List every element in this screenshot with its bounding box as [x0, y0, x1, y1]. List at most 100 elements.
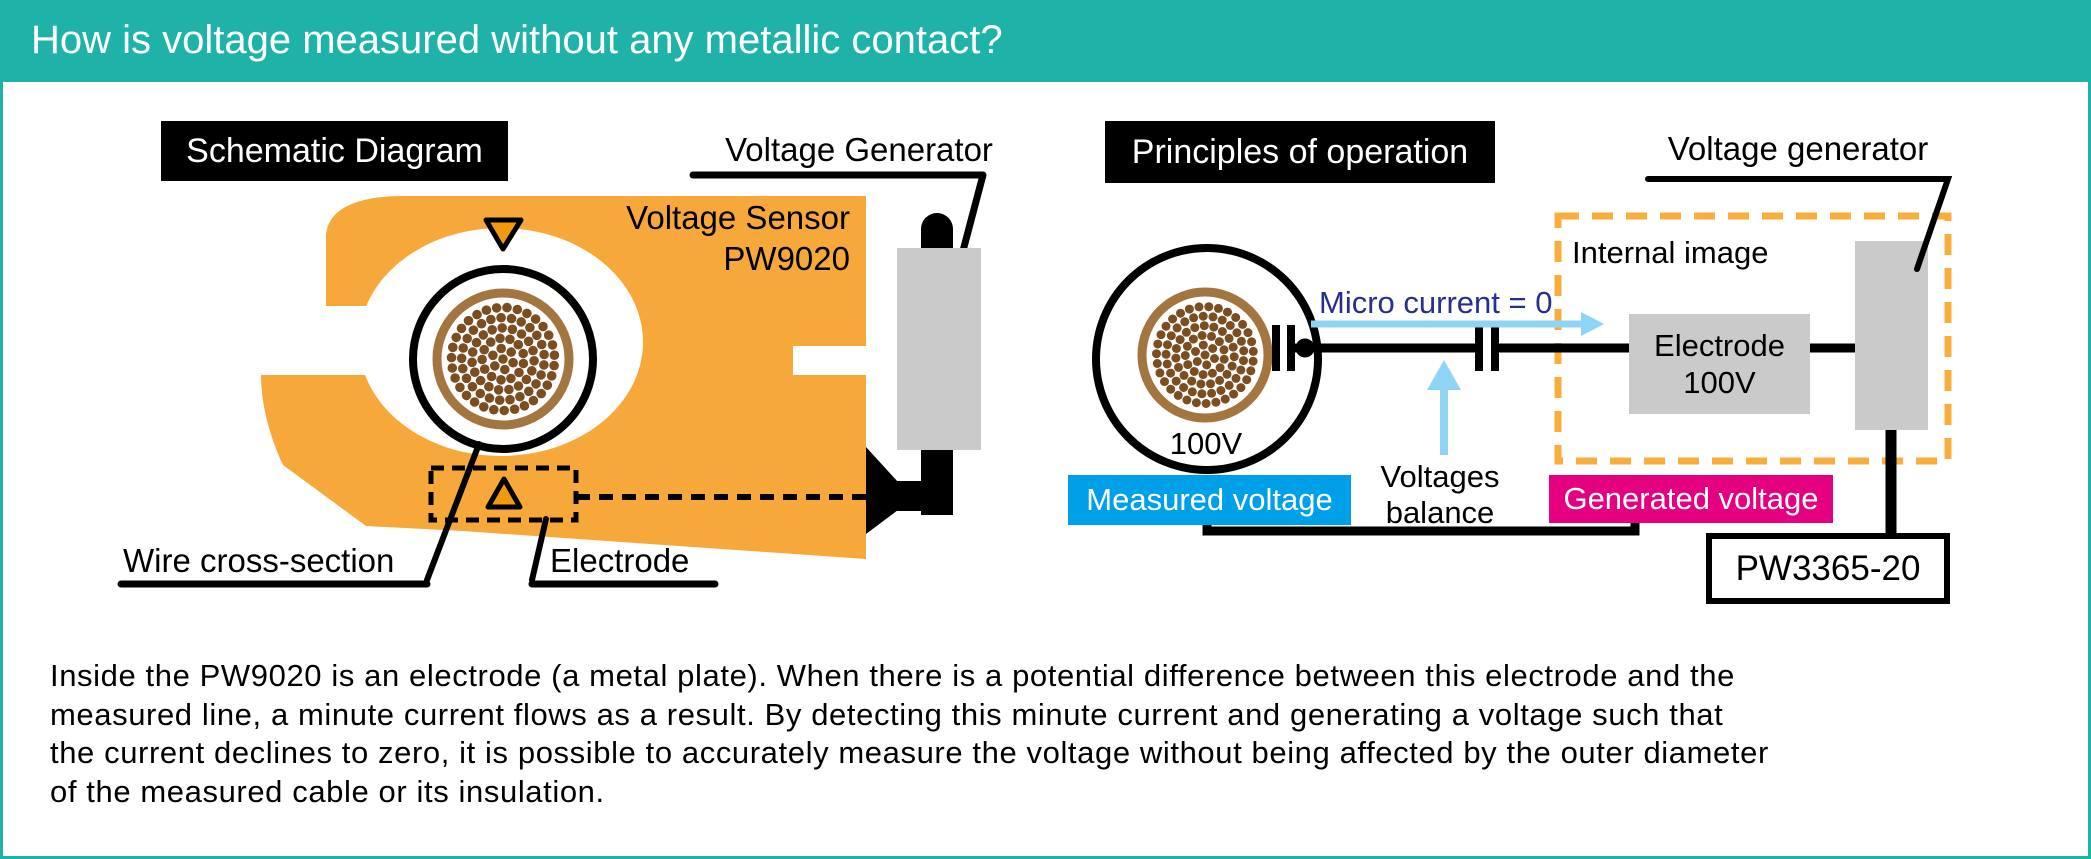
- wire-strand-dot: [528, 345, 538, 356]
- voltage-generator-unit-right: [1855, 241, 1928, 430]
- wire-strand-dot: [1175, 335, 1185, 345]
- wire-strand-dot: [1213, 303, 1223, 313]
- wire-strand-dot: [1229, 352, 1239, 362]
- wire-strand-dot: [491, 303, 502, 313]
- wire-strand-dot: [1171, 376, 1181, 386]
- wire-strand-dot: [547, 340, 558, 350]
- wire-strand-dot: [1220, 394, 1230, 404]
- wire-strand-dot: [1211, 397, 1221, 407]
- wire-strand-dot: [1239, 346, 1249, 356]
- wire-strand-dot: [495, 333, 505, 344]
- wire-strand-dot: [1215, 375, 1225, 385]
- alignment-mark-top-icon: [483, 217, 524, 252]
- wire-strand-dot: [1207, 388, 1217, 398]
- wire-strand-dot: [1166, 331, 1176, 341]
- voltage-generator-unit-left: [897, 248, 981, 450]
- wire-strand-dot: [505, 394, 515, 405]
- wire-strand-dot: [1231, 313, 1241, 322]
- wire-strand-dot: [539, 360, 549, 370]
- cable-outline-left: [409, 265, 597, 453]
- electrode-dashed-outline: [428, 465, 579, 523]
- wire-strand-dot: [1168, 314, 1178, 324]
- wire-strand-dot: [505, 334, 515, 345]
- voltages-balance-label: Voltages balance: [1381, 459, 1500, 531]
- wire-strand-dot: [1216, 386, 1226, 395]
- wire-strand-dot: [476, 318, 487, 329]
- wire-strand-dot: [496, 343, 507, 354]
- wire-strand-dot: [493, 385, 504, 395]
- generated-voltage-badge: Generated voltage: [1549, 475, 1833, 523]
- wire-strand-dot: [512, 304, 523, 315]
- wire-strand-dot: [1199, 321, 1209, 331]
- wire-strand-dot: [496, 375, 506, 385]
- clamp-jaw-gap: [143, 306, 503, 375]
- wire-strand-dot: [496, 312, 506, 323]
- wire-strand-dot: [450, 373, 460, 383]
- wire-strand-dot: [549, 350, 560, 361]
- wire-strand-dot: [462, 333, 473, 344]
- wire-strand-dot: [475, 375, 486, 386]
- wire-strand-dot: [470, 367, 480, 378]
- wire-strand-dot: [1166, 384, 1176, 394]
- schematic-diagram-heading-text: Schematic Diagram: [186, 131, 483, 170]
- wire-strands-right: [1152, 302, 1258, 408]
- wire-strand-dot: [1206, 379, 1215, 389]
- wire-strand-dot: [1182, 341, 1192, 351]
- wire-strand-dot: [467, 347, 478, 357]
- capacitor1-bar1: [1272, 325, 1280, 371]
- wire-strand-dot: [521, 374, 532, 385]
- wire-strand-dot: [1173, 390, 1183, 400]
- wire-strand-dot: [484, 381, 494, 392]
- wire-strand-dot: [536, 370, 546, 380]
- wire-strand-dot: [1197, 331, 1207, 340]
- description-paragraph: Inside the PW9020 is an electrode (a met…: [50, 657, 1769, 811]
- wire-strand-dot: [1176, 308, 1185, 318]
- wire-strand-dot: [506, 373, 516, 384]
- wire-strand-dot: [484, 393, 495, 403]
- wire-strand-dot: [1196, 379, 1206, 389]
- wire-strand-dot: [1152, 349, 1161, 359]
- wire-strand-dot: [1171, 353, 1181, 363]
- wire-pointer-line: [424, 441, 482, 583]
- wire-strand-dot: [479, 402, 489, 412]
- wire-strand-dot: [1224, 333, 1234, 343]
- wire-strand-dot: [1223, 307, 1232, 317]
- wire-strand-dot: [1160, 377, 1169, 387]
- wire-strand-dot: [1236, 365, 1246, 375]
- wire-strand-dot: [1248, 346, 1258, 356]
- wire-strand-dot: [1166, 368, 1176, 378]
- wire-strand-dot: [1161, 349, 1171, 359]
- wire-strand-dot: [1182, 395, 1192, 405]
- wire-strand-dot: [1208, 344, 1218, 353]
- wire-strand-dot: [1200, 350, 1210, 360]
- wire-strand-dot: [522, 308, 532, 319]
- generator-cable-top: [921, 213, 953, 248]
- wire-strand-dot: [536, 339, 547, 350]
- wire-strand-dot: [530, 314, 541, 324]
- wire-strand-dot: [1152, 359, 1162, 368]
- wire-strand-dot: [1215, 363, 1225, 373]
- wire-strand-dot: [467, 381, 478, 392]
- wire-strand-dot: [1198, 370, 1208, 380]
- alignment-mark-bottom-icon: [485, 476, 523, 510]
- wire-strand-dot: [1229, 389, 1239, 399]
- wire-strand-dot: [516, 317, 526, 327]
- voltage-generator-label-left: Voltage Generator: [725, 131, 993, 168]
- electrode-label: Electrode: [550, 542, 690, 579]
- wire-strand-dot: [506, 347, 516, 357]
- wire-strand-dot: [518, 348, 528, 359]
- wire-strand-dot: [475, 388, 486, 399]
- wire-strand-dot: [1231, 373, 1241, 383]
- device-model-text: PW3365-20: [1735, 548, 1921, 588]
- wire-strand-dot: [1204, 302, 1214, 312]
- description-line: the current declines to zero, it is poss…: [50, 735, 1769, 771]
- wire-strand-dot: [518, 358, 529, 369]
- page-title: How is voltage measured without any meta…: [31, 18, 1003, 62]
- wire-strand-dot: [489, 404, 499, 415]
- wire-strand-dot: [463, 315, 474, 326]
- wire-strand-dot: [1184, 304, 1194, 314]
- clamp-sensor-graphic: [117, 171, 987, 588]
- wire-strand-dot: [1174, 362, 1183, 372]
- wire-insulation-right: [1137, 287, 1273, 423]
